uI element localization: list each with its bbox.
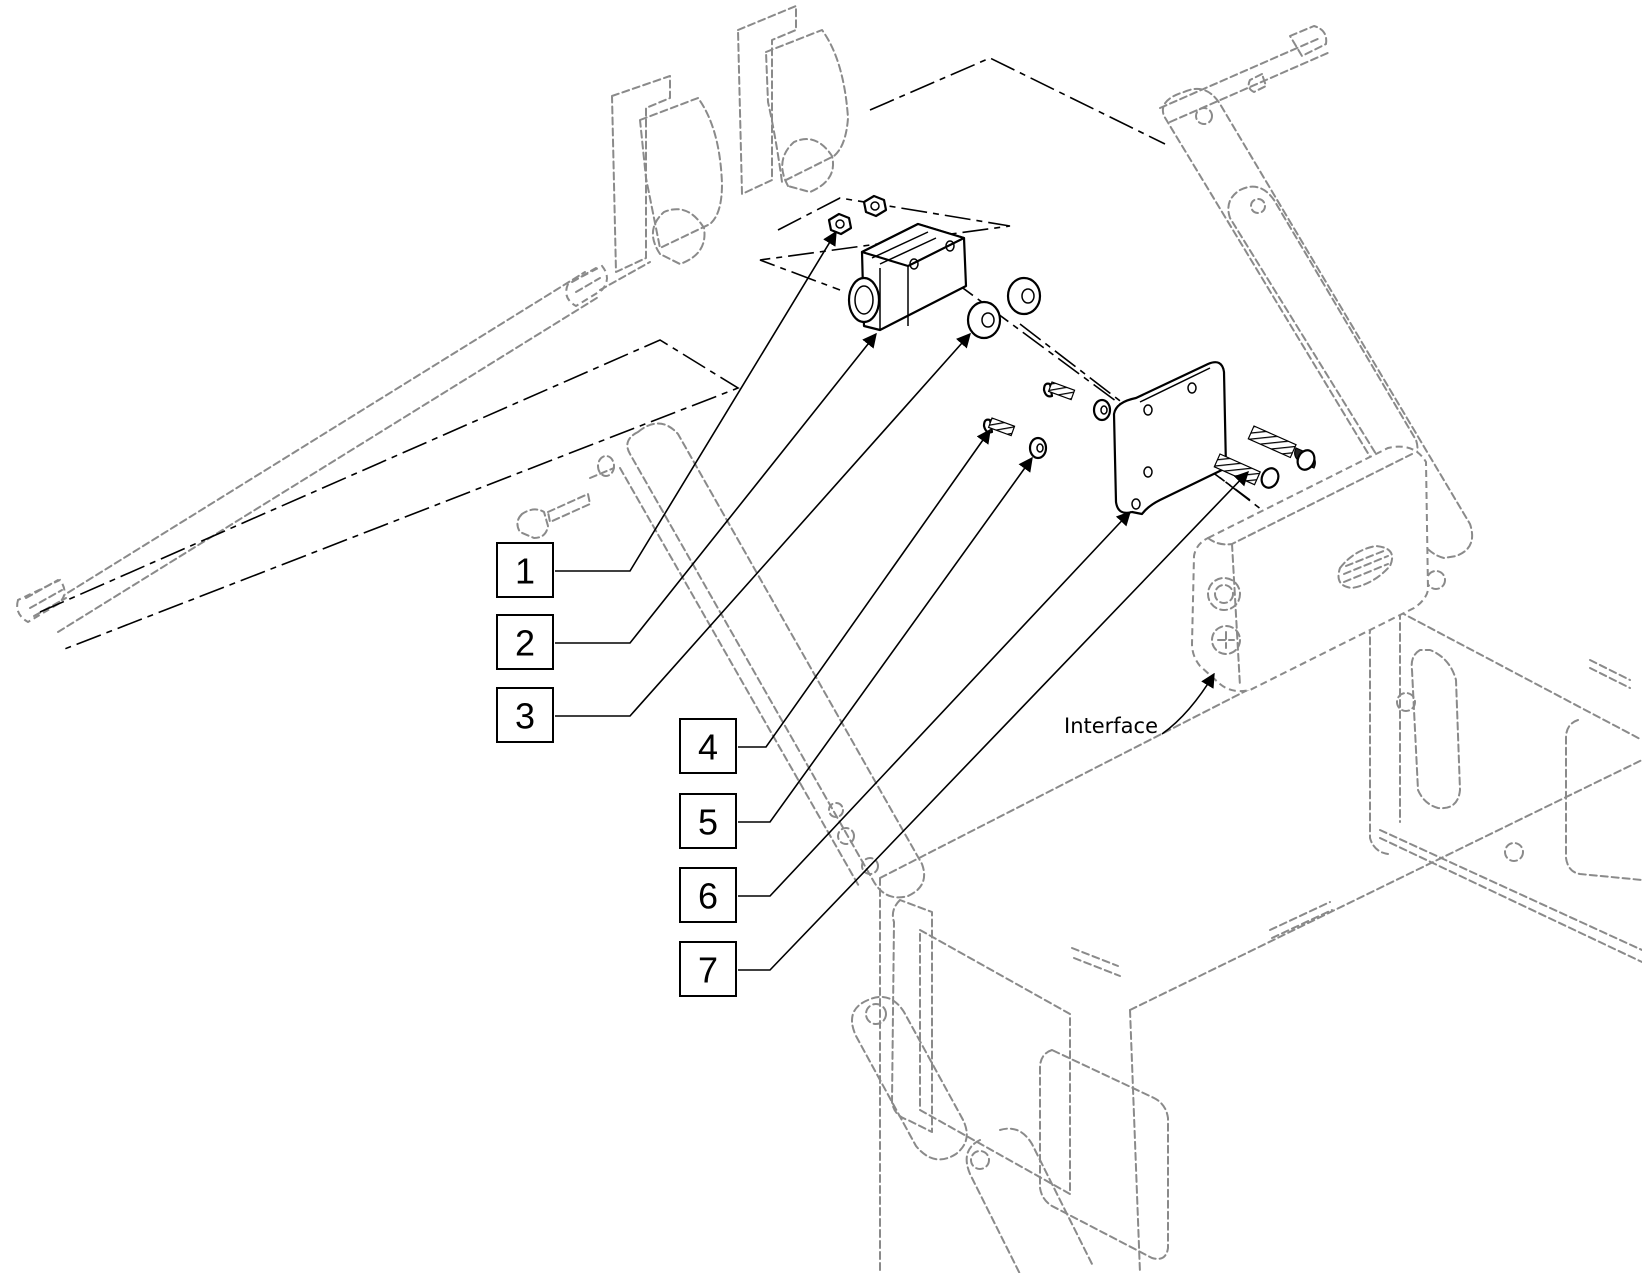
interface-label: Interface [1064, 714, 1158, 738]
callout-1: 1 [496, 542, 554, 598]
spacers [966, 276, 1042, 340]
interface-box [1190, 445, 1430, 693]
leader-4 [738, 428, 991, 748]
upper-hinge-brackets [611, 5, 849, 273]
top-tube [1159, 25, 1331, 123]
leader-interface [1161, 672, 1215, 735]
cap-screws [1213, 425, 1316, 489]
leader-1 [555, 230, 837, 572]
leader-7 [738, 470, 1249, 971]
nuts [827, 194, 888, 236]
leader-lines [555, 230, 1249, 971]
callout-number: 3 [515, 696, 535, 737]
callout-5: 5 [679, 793, 737, 849]
leader-3 [555, 332, 971, 717]
leader-5 [738, 456, 1033, 823]
right-arm [1162, 88, 1474, 559]
clamp-block [847, 222, 968, 332]
callout-number: 1 [515, 551, 535, 592]
callout-number: 5 [698, 802, 718, 843]
leader-2 [555, 332, 877, 644]
callout-number: 6 [698, 876, 718, 917]
mounting-plate [1112, 361, 1228, 516]
callout-number: 2 [515, 623, 535, 664]
small-screws [982, 381, 1076, 437]
phantom-lines [39, 57, 1263, 651]
callout-2: 2 [496, 614, 554, 670]
callout-number: 4 [698, 727, 718, 768]
ghost-bolt-left [516, 455, 615, 539]
left-link [619, 422, 926, 899]
washers [1028, 398, 1112, 460]
callout-3: 3 [496, 687, 554, 743]
callout-6: 6 [679, 867, 737, 923]
lower-hinges [851, 996, 1093, 1273]
callout-7: 7 [679, 941, 737, 997]
callout-4: 4 [679, 718, 737, 774]
leader-6 [738, 510, 1131, 897]
axle-rod [16, 261, 651, 633]
background-frame [16, 5, 1642, 1273]
callout-number: 7 [698, 950, 718, 991]
